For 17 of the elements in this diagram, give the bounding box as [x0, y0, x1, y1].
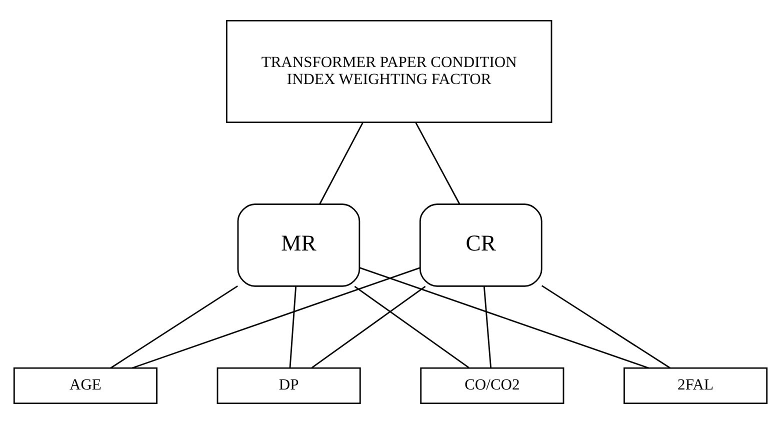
connector: [483, 286, 492, 368]
connector: [319, 122, 364, 204]
connector: [360, 267, 649, 369]
connector: [312, 286, 426, 368]
connector: [415, 122, 460, 204]
node-box: TRANSFORMER PAPER CONDITION INDEX WEIGHTING FACTOR: [226, 20, 552, 124]
node-box: MR: [237, 204, 360, 287]
node-box: CO/CO2: [420, 367, 564, 404]
connector: [289, 286, 297, 368]
connector: [354, 286, 470, 368]
node-box: 2FAL: [624, 367, 768, 404]
node-box: AGE: [13, 367, 158, 404]
connector: [110, 285, 238, 369]
connector: [541, 285, 670, 368]
node-box: DP: [216, 367, 361, 404]
connector: [132, 267, 420, 369]
node-box: CR: [419, 204, 542, 287]
